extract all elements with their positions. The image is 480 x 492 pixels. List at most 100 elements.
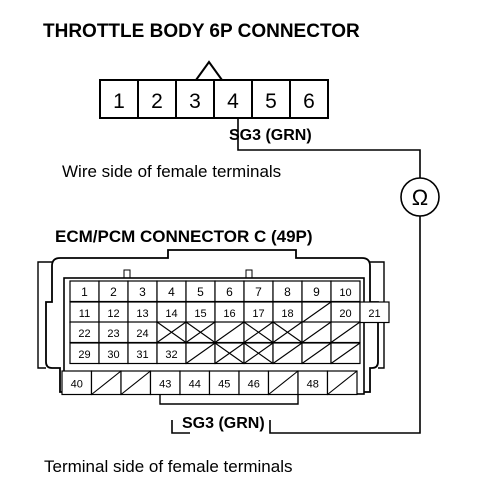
- throttle-wire-label: SG3 (GRN): [229, 127, 312, 144]
- ecm-wire-label: SG3 (GRN): [182, 415, 265, 432]
- ecm-pin-44: 44: [179, 370, 211, 396]
- ecm-empty-cavity: [243, 342, 274, 365]
- ecm-pin-48: 48: [297, 370, 329, 396]
- svg-text:6: 6: [226, 285, 233, 299]
- ecm-pin-4: 4: [156, 280, 187, 303]
- ecm-pin-30: 30: [98, 342, 129, 365]
- throttle-pin-4: 4: [227, 90, 239, 113]
- ecm-empty-cavity: [90, 370, 122, 396]
- ecm-bottom-latch: [159, 392, 299, 405]
- svg-text:44: 44: [189, 378, 201, 390]
- ecm-empty-cavity: [243, 321, 274, 344]
- ecm-empty-cavity: [156, 321, 187, 344]
- svg-text:16: 16: [223, 308, 235, 320]
- ecm-empty-cavity: [272, 321, 303, 344]
- ecm-empty-cavity: [214, 321, 245, 344]
- svg-text:3: 3: [139, 285, 146, 299]
- svg-text:12: 12: [107, 308, 119, 320]
- svg-text:31: 31: [136, 349, 148, 361]
- ecm-pin-43: 43: [149, 370, 181, 396]
- ecm-pin-7: 7: [243, 280, 274, 303]
- ohmmeter-circle: [400, 177, 440, 217]
- ecm-pin-17: 17: [243, 301, 274, 324]
- svg-text:23: 23: [107, 328, 119, 340]
- ecm-empty-cavity: [330, 321, 361, 344]
- ecm-empty-cavity: [185, 321, 216, 344]
- svg-text:14: 14: [165, 308, 177, 320]
- svg-text:11: 11: [79, 308, 90, 320]
- ecm-pin-12: 12: [98, 301, 129, 324]
- ecm-pin-14: 14: [156, 301, 187, 324]
- ecm-pin-9: 9: [301, 280, 332, 303]
- ecm-side-caption: Terminal side of female terminals: [44, 457, 292, 476]
- ecm-pin-11: 11: [69, 301, 100, 324]
- test-wire: [171, 118, 421, 434]
- ecm-pin-2: 2: [98, 280, 129, 303]
- ecm-pin-13: 13: [127, 301, 158, 324]
- svg-text:15: 15: [194, 308, 206, 320]
- ecm-empty-cavity: [185, 342, 216, 365]
- svg-text:18: 18: [281, 308, 293, 320]
- svg-text:1: 1: [81, 285, 88, 299]
- svg-text:4: 4: [168, 285, 175, 299]
- throttle-pin-5: 5: [265, 90, 277, 113]
- svg-text:45: 45: [218, 378, 230, 390]
- svg-text:46: 46: [248, 378, 260, 390]
- svg-text:43: 43: [159, 378, 171, 390]
- svg-text:2: 2: [110, 285, 117, 299]
- svg-text:9: 9: [313, 285, 320, 299]
- ecm-pin-20: 20: [330, 301, 361, 324]
- svg-text:24: 24: [136, 328, 148, 340]
- ecm-empty-cavity: [272, 342, 303, 365]
- throttle-pin-6: 6: [303, 90, 315, 113]
- svg-text:40: 40: [71, 378, 83, 390]
- svg-text:48: 48: [307, 378, 319, 390]
- ecm-side-latch-left: [37, 261, 52, 369]
- svg-text:29: 29: [78, 349, 90, 361]
- ecm-pin-16: 16: [214, 301, 245, 324]
- ecm-pin-40: 40: [61, 370, 93, 396]
- ecm-pin-22: 22: [69, 321, 100, 344]
- ecm-empty-cavity: [330, 342, 361, 365]
- ecm-pin-45: 45: [208, 370, 240, 396]
- svg-text:7: 7: [255, 285, 262, 299]
- svg-text:5: 5: [197, 285, 204, 299]
- svg-text:20: 20: [339, 308, 351, 320]
- connector-lock-tab: [195, 60, 223, 81]
- ohmmeter: Ω: [400, 177, 440, 217]
- ecm-pin-46: 46: [238, 370, 270, 396]
- ecm-empty-cavity: [301, 301, 332, 324]
- ecm-pin-5: 5: [185, 280, 216, 303]
- diagram-title: THROTTLE BODY 6P CONNECTOR: [43, 21, 360, 42]
- throttle-pin-3: 3: [189, 90, 201, 113]
- ecm-pin-15: 15: [185, 301, 216, 324]
- ecm-pin-6: 6: [214, 280, 245, 303]
- ecm-empty-cavity: [120, 370, 152, 396]
- ecm-pin-32: 32: [156, 342, 187, 365]
- ecm-pin-29: 29: [69, 342, 100, 365]
- ecm-pin-1: 1: [69, 280, 100, 303]
- ecm-empty-cavity: [214, 342, 245, 365]
- throttle-pin-1: 1: [113, 90, 125, 113]
- svg-text:8: 8: [284, 285, 291, 299]
- ecm-pin-8: 8: [272, 280, 303, 303]
- throttle-body-connector: 1 2 3 4 5 6: [99, 60, 329, 119]
- ohm-icon: Ω: [412, 185, 428, 210]
- ecm-pin-3: 3: [127, 280, 158, 303]
- svg-text:21: 21: [368, 308, 380, 320]
- ecm-empty-cavity: [301, 321, 332, 344]
- ecm-pin-24: 24: [127, 321, 158, 344]
- ecm-empty-cavity: [267, 370, 299, 396]
- ecm-connector-title: ECM/PCM CONNECTOR C (49P): [55, 227, 313, 246]
- svg-text:30: 30: [107, 349, 119, 361]
- ecm-pin-18: 18: [272, 301, 303, 324]
- ecm-pin-31: 31: [127, 342, 158, 365]
- ecm-pin-21: 21: [359, 301, 390, 324]
- throttle-pin-2: 2: [151, 90, 163, 113]
- svg-text:10: 10: [339, 287, 351, 299]
- ecm-pin-10: 10: [330, 280, 361, 303]
- ecm-pin-23: 23: [98, 321, 129, 344]
- svg-text:17: 17: [252, 308, 264, 320]
